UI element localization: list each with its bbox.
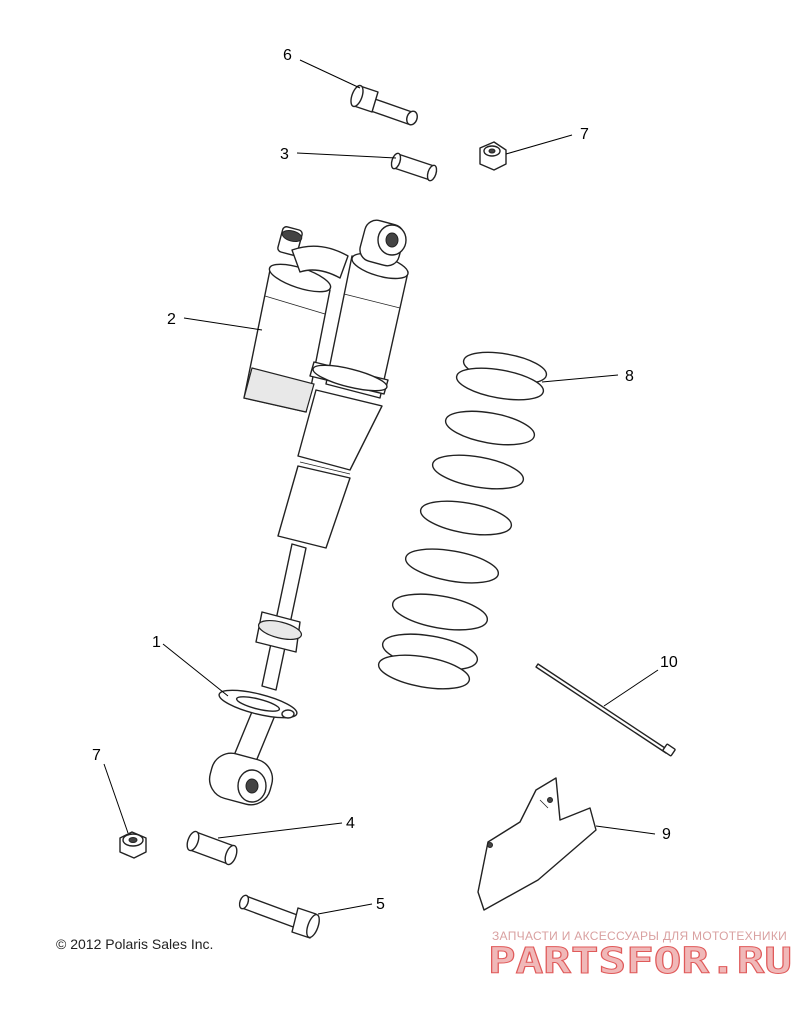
watermark-logo-text: PARTSFOR.RU [488,941,792,980]
callout-10: 10 [660,654,678,671]
callout-4: 4 [346,815,355,832]
leader-2 [183,317,263,331]
leader-7a [505,134,573,155]
leader-6 [299,59,361,89]
leader-10 [603,669,659,707]
callout-5: 5 [376,896,385,913]
part-4-lower-bushing [186,830,238,866]
callout-8: 8 [625,368,634,385]
part-8-coil-spring [377,351,548,690]
callout-7-top: 7 [580,126,589,143]
leader-4 [217,822,343,839]
part-2-shock-absorber [208,219,409,806]
leader-8 [541,374,619,383]
part-7-upper-nut [479,141,507,171]
callout-9: 9 [662,826,671,843]
part-3-upper-bushing [390,152,438,182]
part-6-upper-bolt [350,84,418,126]
copyright-notice: © 2012 Polaris Sales Inc. [56,936,214,952]
part-9-guard-plate [477,777,597,911]
part-10-cable-tie [535,663,676,757]
part-1-spring-seat [218,689,298,719]
leader-3 [296,152,397,159]
callout-6: 6 [283,47,292,64]
watermark-logo: PARTSFOR.RU [488,941,793,981]
leader-9 [595,825,656,835]
leader-5 [317,903,373,915]
part-7-lower-nut [119,831,147,859]
callout-2: 2 [167,311,176,328]
callout-1: 1 [152,634,161,651]
callout-7-bottom: 7 [92,747,101,764]
leader-7b [103,763,129,834]
callout-3: 3 [280,146,289,163]
leader-1 [162,643,229,697]
part-5-lower-bolt [238,894,320,939]
watermark-tagline: ЗАПЧАСТИ И АКСЕССУАРЫ ДЛЯ МОТОТЕХНИКИ [492,929,788,943]
